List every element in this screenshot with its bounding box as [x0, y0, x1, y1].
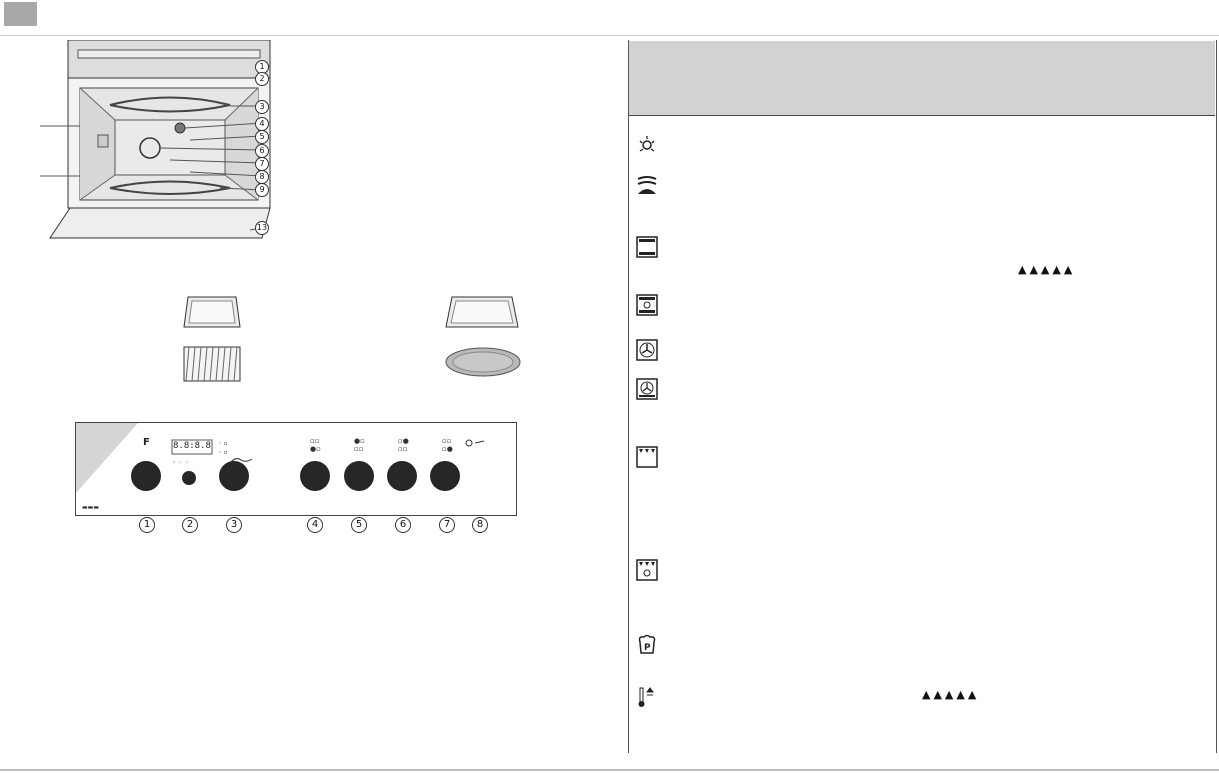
svg-text:▫▫: ▫▫	[310, 437, 320, 445]
knob-callout-2: 2	[182, 517, 198, 533]
divider-bottom	[0, 769, 1219, 771]
svg-text:◦ ▫: ◦ ▫	[218, 449, 228, 456]
baking-tray-image	[183, 296, 241, 328]
rating-triangles-2: ▲▲▲▲▲	[922, 688, 980, 701]
svg-text:P: P	[644, 643, 651, 653]
functions-table-header	[629, 41, 1215, 116]
svg-text:▬▬▬: ▬▬▬	[82, 504, 99, 511]
svg-text:●▫: ●▫	[354, 437, 365, 445]
control-panel: ▬▬▬ ◦ ◦ ◦ ◦ ▫ ◦ ▫ ▫▫ ●▫ ●▫ ▫▫ ▫● ▫▫ ▫▫ ▫…	[75, 422, 517, 516]
knob-callout-8: 8	[472, 517, 488, 533]
callout-8: 8	[255, 170, 269, 184]
callout-5: 5	[255, 130, 269, 144]
callout-9: 9	[255, 183, 269, 197]
svg-text:▫●: ▫●	[398, 437, 409, 445]
knob-callout-6: 6	[395, 517, 411, 533]
fan-grill-icon	[636, 378, 658, 400]
divider-top	[0, 35, 1219, 36]
svg-text:▫▫: ▫▫	[354, 445, 364, 453]
callout-2: 2	[255, 72, 269, 86]
knob-callout-7: 7	[439, 517, 455, 533]
knob-4[interactable]	[300, 461, 330, 491]
knob-7[interactable]	[430, 461, 460, 491]
callout-4: 4	[255, 117, 269, 131]
fan-heat-icon	[636, 294, 658, 316]
functions-table	[628, 40, 1217, 753]
pizza-icon: P	[638, 634, 656, 654]
svg-text:◦ ◦ ◦: ◦ ◦ ◦	[172, 459, 189, 467]
header-marker	[4, 2, 37, 26]
svg-text:▫●: ▫●	[442, 445, 453, 453]
temperature-icon	[638, 687, 654, 707]
callout-3: 3	[255, 100, 269, 114]
drip-tray-image	[445, 296, 519, 328]
rating-triangles-1: ▲▲▲▲▲	[1018, 263, 1076, 276]
knob-3[interactable]	[219, 461, 249, 491]
fan-icon	[636, 339, 658, 361]
pizza-stone-image	[445, 347, 521, 377]
svg-text:●▫: ●▫	[310, 445, 321, 453]
callout-13: 13	[255, 221, 269, 235]
knob-callout-1: 1	[139, 517, 155, 533]
f-label: F	[143, 437, 150, 448]
svg-text:▫▫: ▫▫	[398, 445, 408, 453]
svg-text:◦ ▫: ◦ ▫	[218, 440, 228, 447]
timer-display: 8.8:8.8	[173, 441, 211, 451]
grill-icon	[636, 446, 658, 468]
knob-callout-3: 3	[226, 517, 242, 533]
knob-6[interactable]	[387, 461, 417, 491]
wire-rack-image	[183, 346, 241, 382]
knob-2[interactable]	[182, 471, 196, 485]
conventional-icon	[636, 236, 658, 258]
top-heat-icon	[637, 176, 657, 194]
knob-callout-4: 4	[307, 517, 323, 533]
fan-grill-combo-icon	[636, 559, 658, 581]
oven-diagram	[40, 40, 271, 239]
knob-5[interactable]	[344, 461, 374, 491]
knob-1[interactable]	[131, 461, 161, 491]
callout-7: 7	[255, 157, 269, 171]
oven-light-icon	[639, 136, 655, 152]
svg-text:▫▫: ▫▫	[442, 437, 452, 445]
knob-callout-5: 5	[351, 517, 367, 533]
callout-6: 6	[255, 144, 269, 158]
